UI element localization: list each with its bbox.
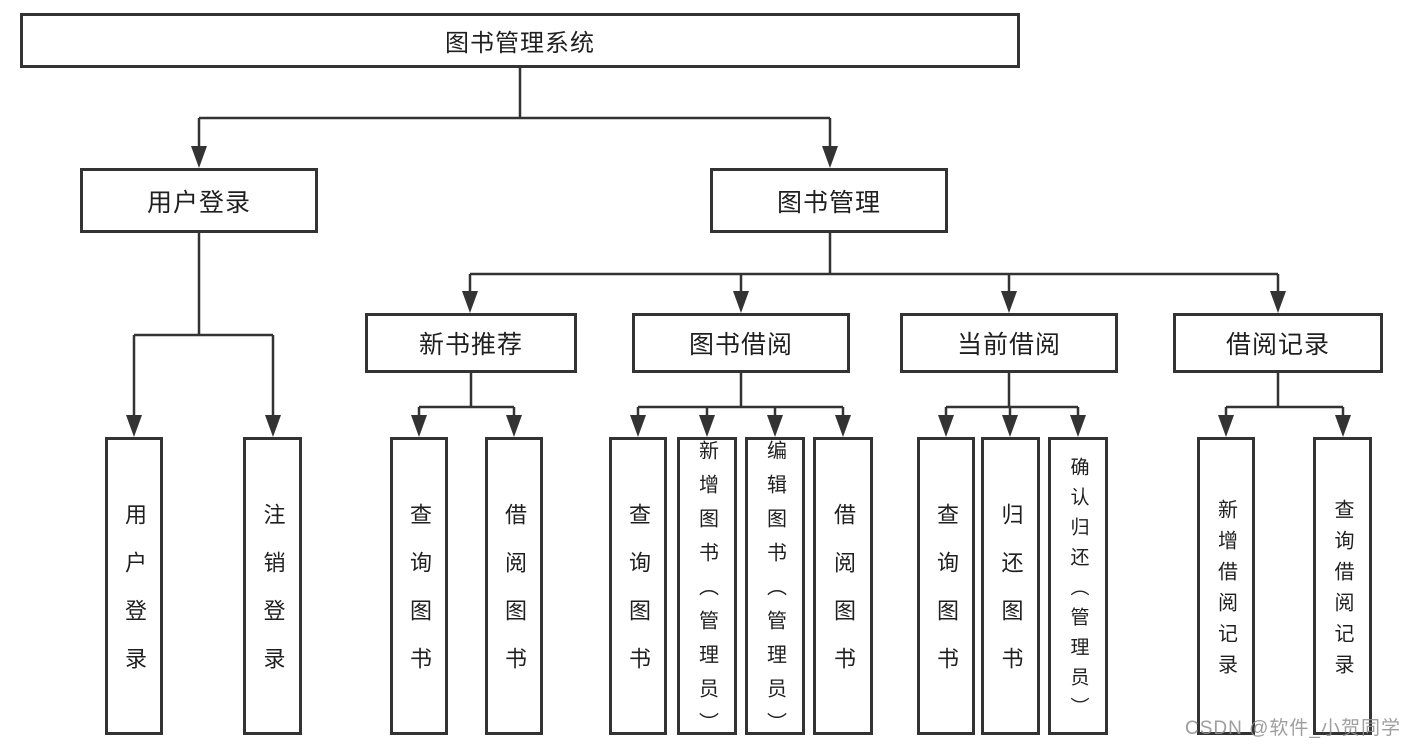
node-add-borrow-record-label: 新增借阅记录 bbox=[1214, 498, 1237, 685]
node-edit-books-admin-label: 编辑图书（管理员） bbox=[763, 440, 786, 746]
node-logout-label: 注销登录 bbox=[260, 503, 286, 695]
node-query-borrow-record-label: 查询借阅记录 bbox=[1331, 498, 1353, 685]
node-query-books-current: 查询图书 bbox=[917, 437, 975, 735]
node-confirm-return-admin: 确认归还（管理员） bbox=[1048, 437, 1108, 735]
node-current-borrow: 当前借阅 bbox=[900, 313, 1118, 373]
node-query-books-current-label: 查询图书 bbox=[934, 503, 959, 695]
node-return-books-label: 归还图书 bbox=[998, 503, 1024, 695]
node-add-borrow-record: 新增借阅记录 bbox=[1197, 437, 1255, 735]
node-borrow-records: 借阅记录 bbox=[1173, 313, 1383, 373]
node-user-login-label: 用户登录 bbox=[146, 188, 251, 217]
node-book-management-label: 图书管理 bbox=[776, 188, 881, 217]
node-user-login-leaf: 用户登录 bbox=[105, 437, 163, 735]
node-borrow-books-recommend-label: 借阅图书 bbox=[502, 503, 527, 695]
node-user-login: 用户登录 bbox=[80, 168, 318, 233]
node-borrow-records-label: 借阅记录 bbox=[1225, 331, 1330, 359]
node-new-book-recommend: 新书推荐 bbox=[365, 313, 577, 373]
node-query-books-borrow: 查询图书 bbox=[609, 437, 667, 735]
node-book-borrow: 图书借阅 bbox=[632, 313, 850, 373]
watermark: CSDN @软件_小贺同学 bbox=[1185, 718, 1401, 739]
node-book-management: 图书管理 bbox=[710, 168, 948, 233]
node-root: 图书管理系统 bbox=[20, 13, 1020, 68]
node-borrow-books-recommend: 借阅图书 bbox=[485, 437, 543, 735]
node-query-books-recommend-label: 查询图书 bbox=[407, 503, 432, 695]
node-user-login-leaf-label: 用户登录 bbox=[122, 503, 147, 695]
node-edit-books-admin: 编辑图书（管理员） bbox=[745, 437, 805, 746]
node-query-borrow-record: 查询借阅记录 bbox=[1313, 437, 1372, 735]
node-confirm-return-admin-label: 确认归还（管理员） bbox=[1067, 456, 1089, 727]
node-add-books-admin-label: 新增图书（管理员） bbox=[695, 440, 718, 746]
node-query-books-borrow-label: 查询图书 bbox=[626, 503, 651, 695]
node-return-books: 归还图书 bbox=[981, 437, 1040, 735]
node-borrow-books-label: 借阅图书 bbox=[831, 503, 856, 695]
node-borrow-books: 借阅图书 bbox=[813, 437, 873, 735]
node-root-label: 图书管理系统 bbox=[445, 30, 595, 57]
node-new-book-recommend-label: 新书推荐 bbox=[418, 331, 523, 359]
node-book-borrow-label: 图书借阅 bbox=[688, 331, 793, 359]
node-logout: 注销登录 bbox=[243, 437, 302, 735]
node-add-books-admin: 新增图书（管理员） bbox=[677, 437, 737, 746]
node-current-borrow-label: 当前借阅 bbox=[956, 331, 1061, 359]
node-query-books-recommend: 查询图书 bbox=[390, 437, 448, 735]
